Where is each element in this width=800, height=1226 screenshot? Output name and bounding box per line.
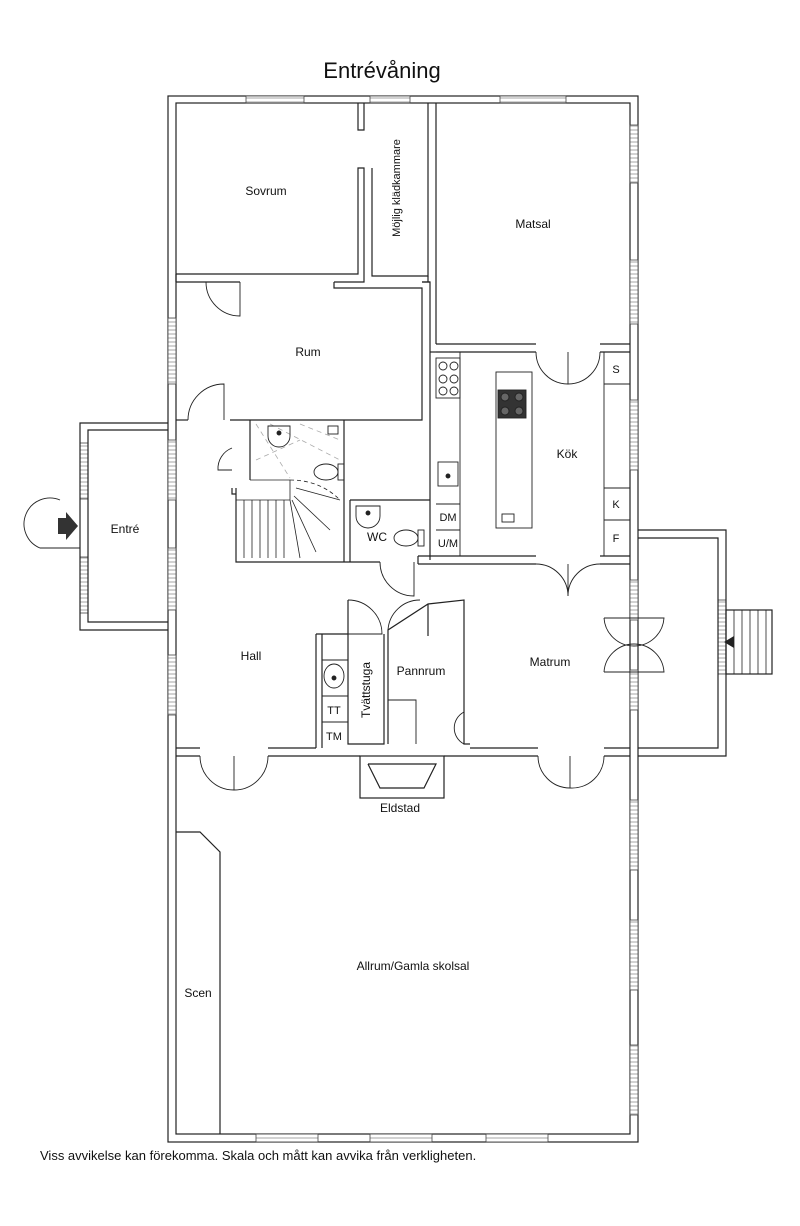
room-matrum: Matrum	[530, 655, 571, 669]
staircase	[236, 423, 341, 559]
room-hall: Hall	[241, 649, 262, 663]
windows	[79, 95, 727, 1143]
double-door-veranda	[603, 617, 665, 673]
porch-arrow-icon	[724, 636, 734, 648]
entrance-arrow-icon	[58, 512, 78, 540]
room-eldstad: Eldstad	[380, 801, 420, 815]
laundry-fixtures	[322, 659, 417, 744]
room-matsal: Matsal	[515, 217, 550, 231]
fixture-k: K	[612, 499, 620, 511]
fixture-um: U/M	[438, 538, 458, 550]
outer-walls	[167, 95, 639, 1143]
kitchen-fixtures	[435, 352, 630, 556]
interior-walls	[175, 103, 630, 1134]
doors	[187, 281, 605, 791]
veranda	[638, 529, 773, 757]
room-wc: WC	[367, 530, 387, 544]
room-entre: Entré	[111, 522, 140, 536]
room-scen: Scen	[184, 986, 211, 1000]
room-pannrum: Pannrum	[397, 664, 446, 678]
room-rum: Rum	[295, 345, 320, 359]
room-sovrum: Sovrum	[245, 184, 286, 198]
plan-title: Entrévåning	[323, 58, 441, 83]
room-tvattstuga: Tvättstuga	[359, 662, 373, 718]
bathroom-fixtures	[267, 425, 425, 547]
disclaimer-note: Viss avvikelse kan förekomma. Skala och …	[40, 1148, 477, 1163]
room-allrum: Allrum/Gamla skolsal	[357, 959, 470, 973]
fixture-tm: TM	[326, 731, 342, 743]
fixture-f: F	[613, 533, 620, 545]
entre-vestibule	[23, 422, 168, 631]
fixture-tt: TT	[327, 705, 341, 717]
room-kok: Kök	[557, 447, 579, 461]
room-kladkammare: Möjlig klädkammare	[391, 139, 403, 237]
fixture-dm: DM	[439, 512, 456, 524]
fixture-s: S	[612, 364, 619, 376]
